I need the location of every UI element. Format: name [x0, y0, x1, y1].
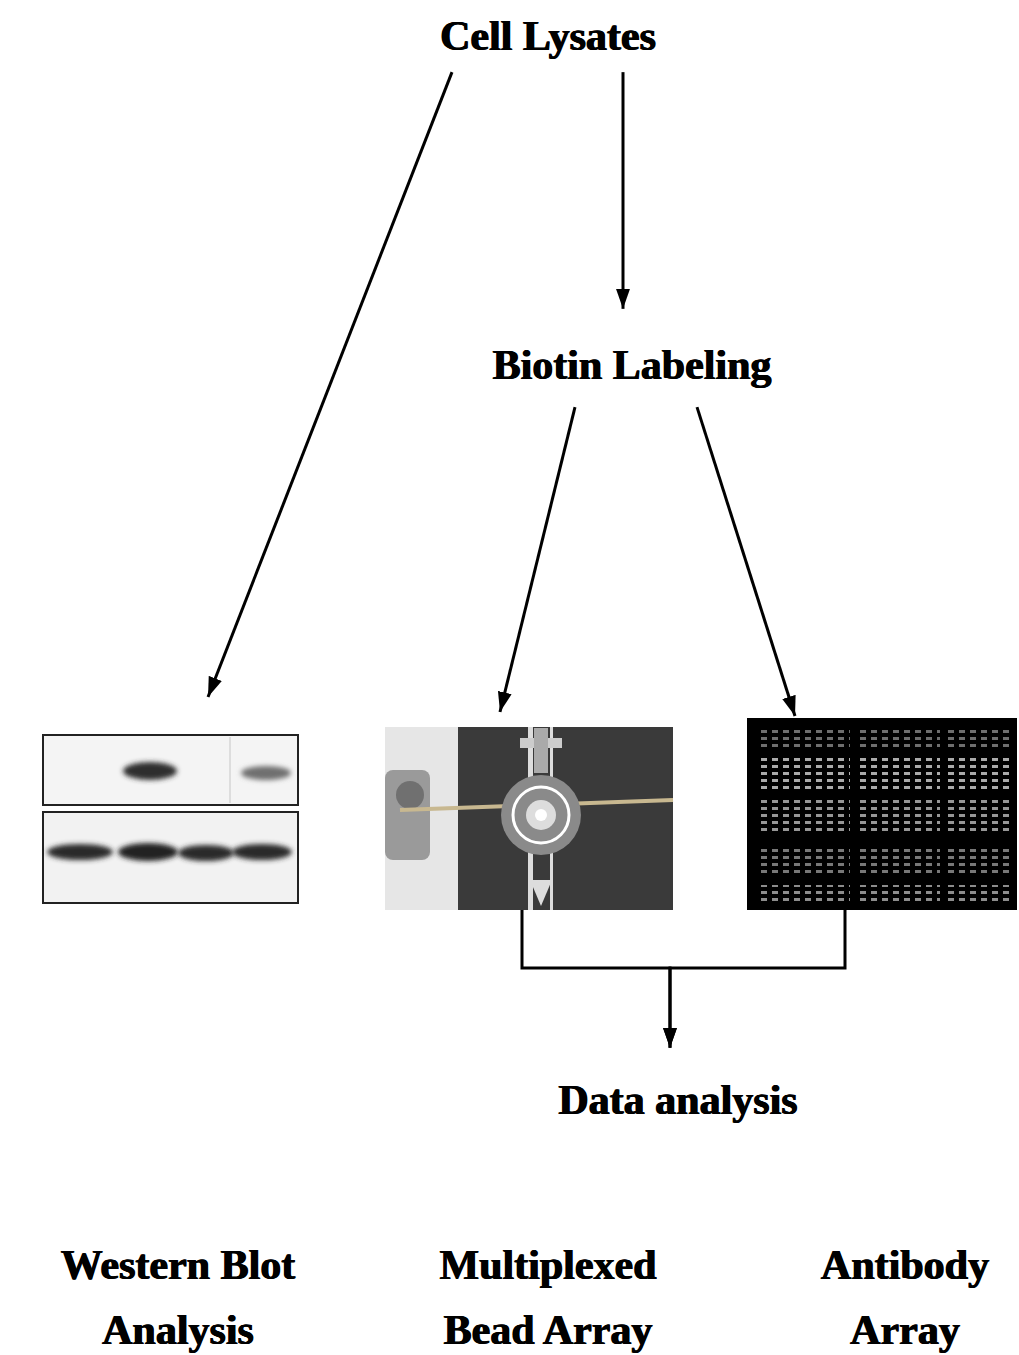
image-panel: Multiplexed Bead Array — [385, 727, 673, 910]
step-label: Data analysis — [548, 1072, 807, 1128]
caption-label: Multiplexed Bead Array — [398, 1233, 698, 1355]
caption-label: Western Blot Analysis — [53, 1233, 303, 1355]
flow-arrow — [622, 72, 625, 309]
flow-arrow — [522, 910, 670, 1048]
antibody-array-image — [747, 718, 1017, 910]
bead-array-image — [385, 727, 673, 910]
image-panel: Western Blot Analysis — [43, 735, 299, 905]
step-label: Biotin Labeling — [483, 337, 782, 393]
caption-label: Antibody Array — [795, 1233, 1015, 1355]
image-panel: Antibody Array — [747, 718, 1017, 910]
step-node: Biotin Labeling — [483, 337, 782, 393]
step-label: Cell Lysates — [430, 8, 666, 64]
western-blot-image — [43, 735, 298, 903]
flow-arrow — [500, 407, 575, 712]
flow-arrow — [670, 910, 845, 1048]
flow-arrow — [697, 407, 795, 716]
step-node: Data analysis — [548, 1072, 807, 1128]
flow-arrow — [208, 72, 452, 697]
step-node: Cell Lysates — [430, 8, 666, 64]
